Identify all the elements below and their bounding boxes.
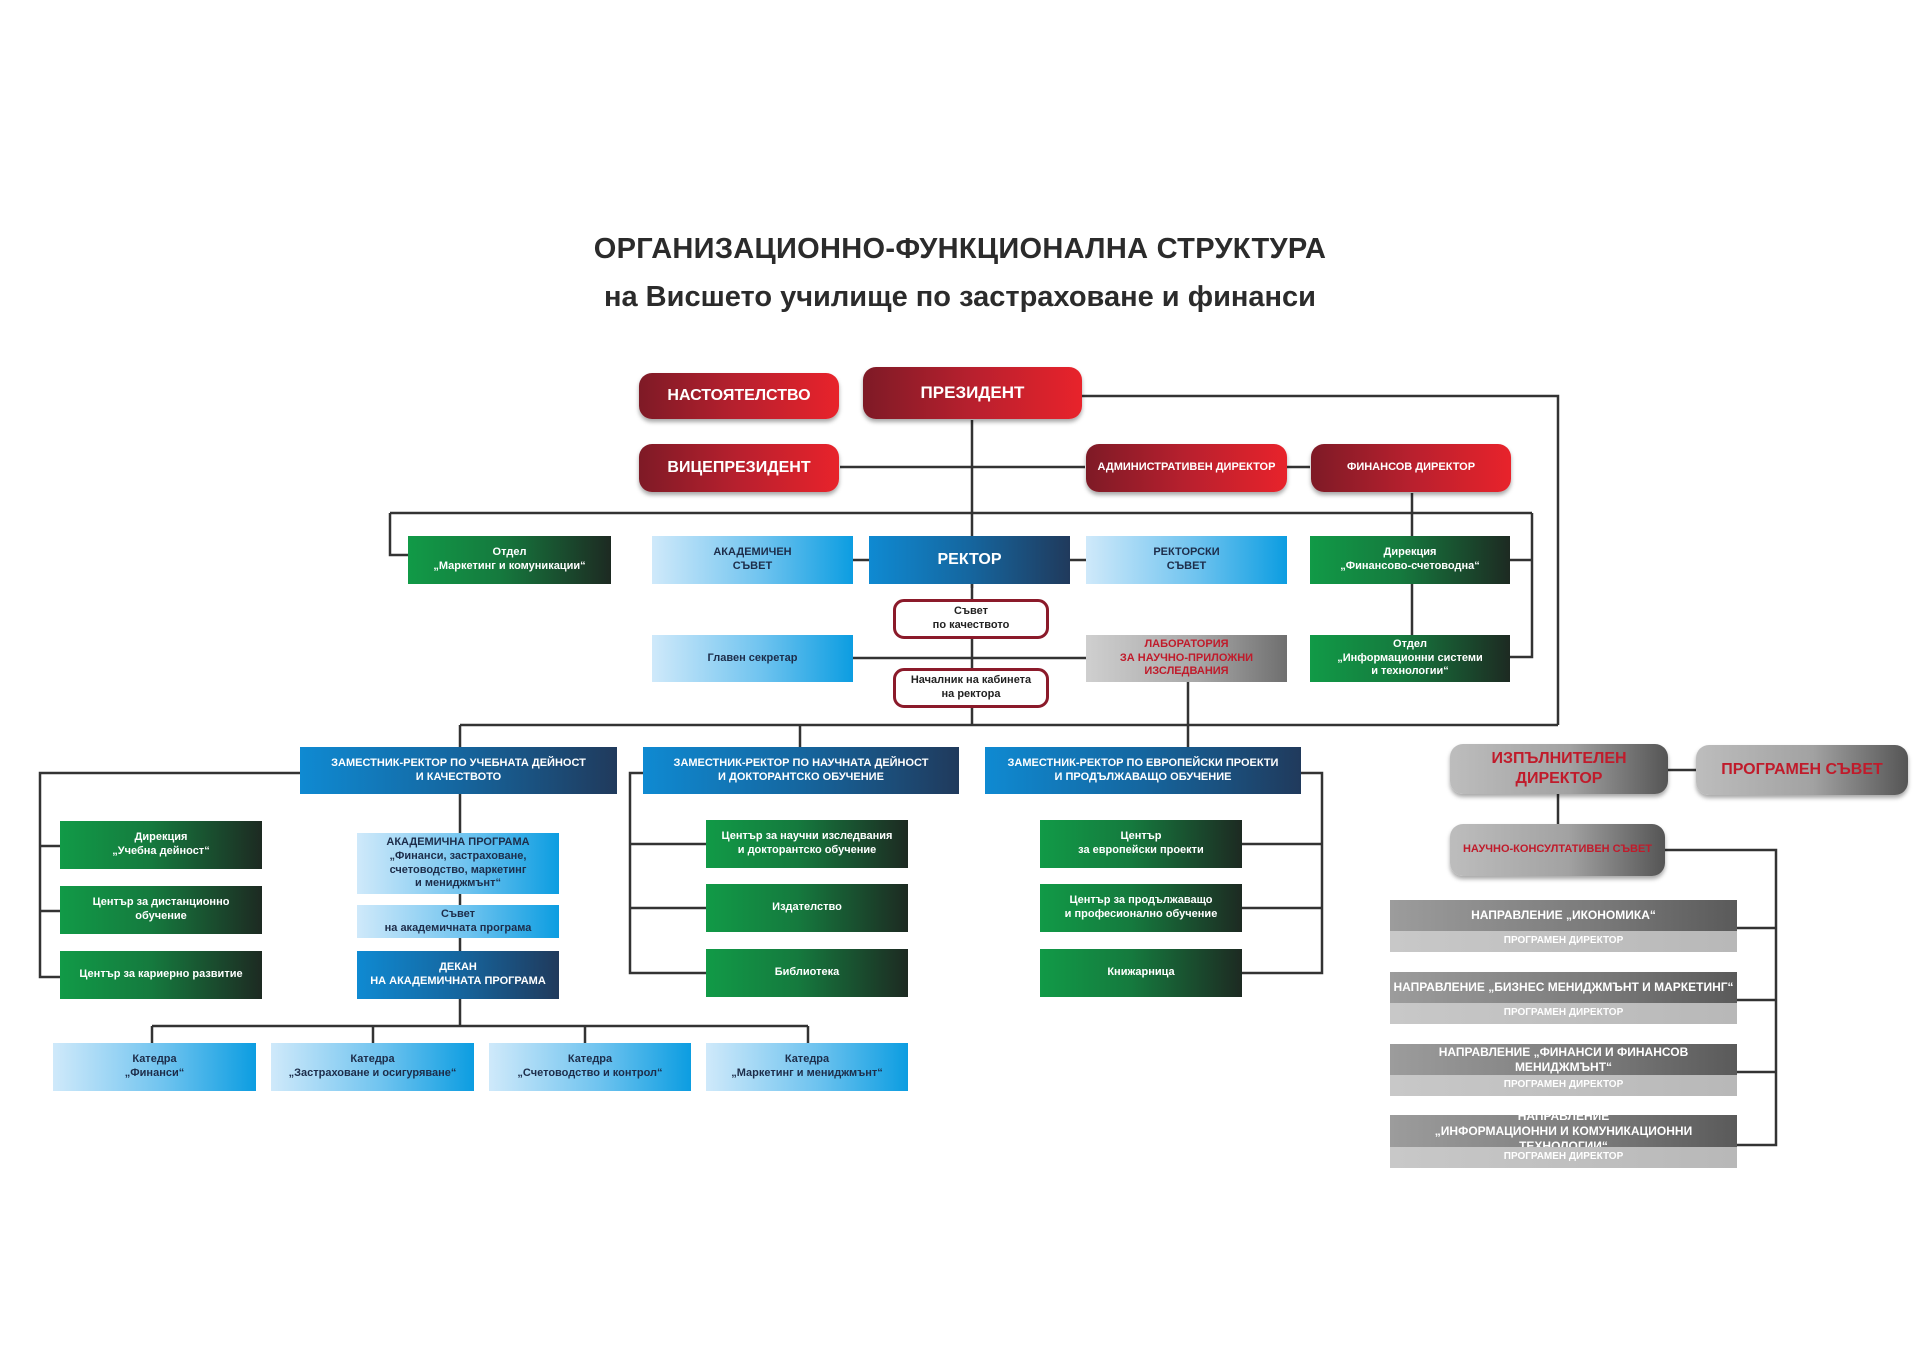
direction-box: НАПРАВЛЕНИЕ „ИКОНОМИКА“ [1390, 900, 1737, 931]
program-director-box: ПРОГРАМЕН ДИРЕКТОР [1390, 1003, 1737, 1024]
european-projects-box: Център за европейски проекти [1040, 820, 1242, 868]
finance-director-box: ФИНАНСОВ ДИРЕКТОР [1311, 444, 1511, 492]
direction-box: НАПРАВЛЕНИЕ „БИЗНЕС МЕНИДЖМЪНТ И МАРКЕТИ… [1390, 972, 1737, 1003]
marketing-dept-box: Отдел „Маркетинг и комуникации“ [408, 536, 611, 584]
rector-box: РЕКТОР [869, 536, 1070, 584]
chart-subtitle: на Висшето училище по застраховане и фин… [603, 281, 1317, 313]
chart-title: ОРГАНИЗАЦИОННО-ФУНКЦИОНАЛНА СТРУКТУРА [593, 233, 1327, 265]
program-director-box: ПРОГРАМЕН ДИРЕКТОР [1390, 1075, 1737, 1096]
dean-box: ДЕКАН НА АКАДЕМИЧНАТА ПРОГРАМА [357, 951, 559, 999]
program-director-box: ПРОГРАМЕН ДИРЕКТОР [1390, 931, 1737, 952]
department-box: Катедра „Финанси“ [53, 1043, 256, 1091]
executive-director-box: ИЗПЪЛНИТЕЛЕН ДИРЕКТОР [1450, 744, 1668, 794]
vicepresident-box: ВИЦЕПРЕЗИДЕНТ [639, 444, 839, 492]
vice-rector-european-box: ЗАМЕСТНИК-РЕКТОР ПО ЕВРОПЕЙСКИ ПРОЕКТИ И… [985, 747, 1301, 794]
education-directorate-box: Дирекция „Учебна дейност“ [60, 821, 262, 869]
cabinet-head-box: Началник на кабинета на ректора [893, 668, 1049, 708]
department-box: Катедра „Застраховане и осигуряване“ [271, 1043, 474, 1091]
board-box: НАСТОЯТЕЛСТВО [639, 373, 839, 419]
library-box: Библиотека [706, 949, 908, 997]
lab-box: ЛАБОРАТОРИЯ ЗА НАУЧНО-ПРИЛОЖНИ ИЗСЛЕДВАН… [1086, 635, 1287, 682]
career-center-box: Център за кариерно развитие [60, 951, 262, 999]
distance-learning-box: Център за дистанционно обучение [60, 886, 262, 934]
scientific-council-box: НАУЧНО-КОНСУЛТАТИВЕН СЪВЕТ [1450, 824, 1665, 876]
direction-box: НАПРАВЛЕНИЕ „ФИНАНСИ И ФИНАНСОВ МЕНИДЖМЪ… [1390, 1044, 1737, 1075]
rector-council-box: РЕКТОРСКИ СЪВЕТ [1086, 536, 1287, 584]
research-center-box: Център за научни изследвания и докторант… [706, 820, 908, 868]
vice-rector-education-box: ЗАМЕСТНИК-РЕКТОР ПО УЧЕБНАТА ДЕЙНОСТ И К… [300, 747, 617, 794]
continuing-education-box: Център за продължаващо и професионално о… [1040, 884, 1242, 932]
program-council-top-box: ПРОГРАМЕН СЪВЕТ [1696, 745, 1908, 795]
finance-accounting-box: Дирекция „Финансово-счетоводна“ [1310, 536, 1510, 584]
vice-rector-research-box: ЗАМЕСТНИК-РЕКТОР ПО НАУЧНАТА ДЕЙНОСТ И Д… [643, 747, 959, 794]
quality-council-box: Съвет по качеството [893, 599, 1049, 639]
program-council-box: Съвет на академичната програма [357, 905, 559, 938]
academic-council-box: АКАДЕМИЧЕН СЪВЕТ [652, 536, 853, 584]
publishing-box: Издателство [706, 884, 908, 932]
direction-box: НАПРАВЛЕНИЕ „ИНФОРМАЦИОННИ И КОМУНИКАЦИО… [1390, 1109, 1737, 1153]
president-box: ПРЕЗИДЕНТ [863, 367, 1082, 419]
department-box: Катедра „Счетоводство и контрол“ [489, 1043, 691, 1091]
program-director-box: ПРОГРАМЕН ДИРЕКТОР [1390, 1147, 1737, 1168]
bookstore-box: Книжарница [1040, 949, 1242, 997]
academic-program-box: АКАДЕМИЧНА ПРОГРАМА „Финанси, застрахова… [357, 833, 559, 894]
it-dept-box: Отдел „Информационни системи и технологи… [1310, 635, 1510, 682]
chief-secretary-box: Главен секретар [652, 635, 853, 682]
admin-director-box: АДМИНИСТРАТИВЕН ДИРЕКТОР [1086, 444, 1287, 492]
department-box: Катедра „Маркетинг и мениджмънт“ [706, 1043, 908, 1091]
